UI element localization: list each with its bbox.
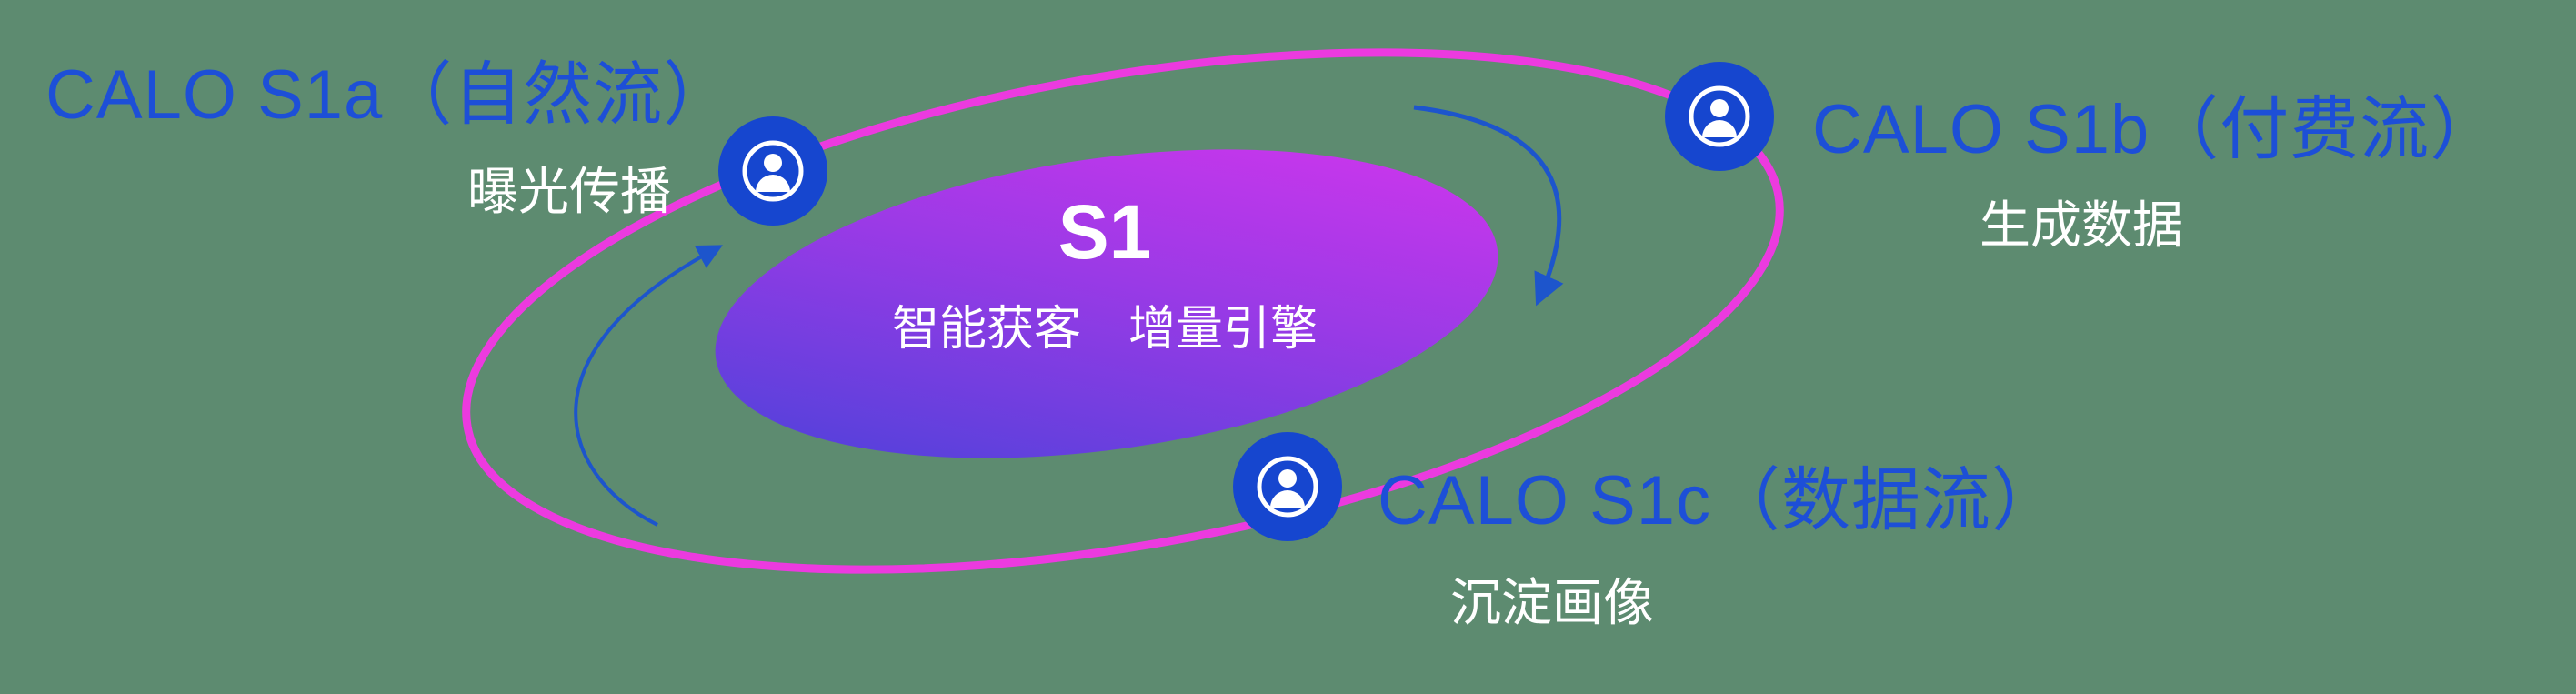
node-s1b-subtitle: 生成数据	[1980, 196, 2183, 254]
core-text: S1 智能获客 增量引擎	[892, 194, 1318, 358]
right-curved-arrow	[1413, 105, 1564, 307]
core-ellipse	[715, 149, 1498, 458]
node-s1c-title: CALO S1c（数据流）	[1378, 462, 2062, 539]
node-s1c-subtitle: 沉淀画像	[1450, 574, 1654, 631]
core-subtitle: 智能获客 增量引擎	[891, 303, 1318, 356]
orbit-ring	[462, 48, 1784, 574]
node-s1a-title: CALO S1a（自然流）	[45, 56, 734, 134]
node-s1b-title: CALO S1b（付费流）	[1812, 91, 2501, 168]
node-s1a-subtitle: 曝光传播	[467, 163, 671, 220]
user-icon-s1c	[1233, 432, 1342, 541]
user-icon-s1b	[1665, 62, 1774, 171]
user-icon-s1a	[718, 116, 827, 226]
left-curved-arrow	[574, 245, 723, 527]
core-title: S1	[1057, 189, 1152, 275]
